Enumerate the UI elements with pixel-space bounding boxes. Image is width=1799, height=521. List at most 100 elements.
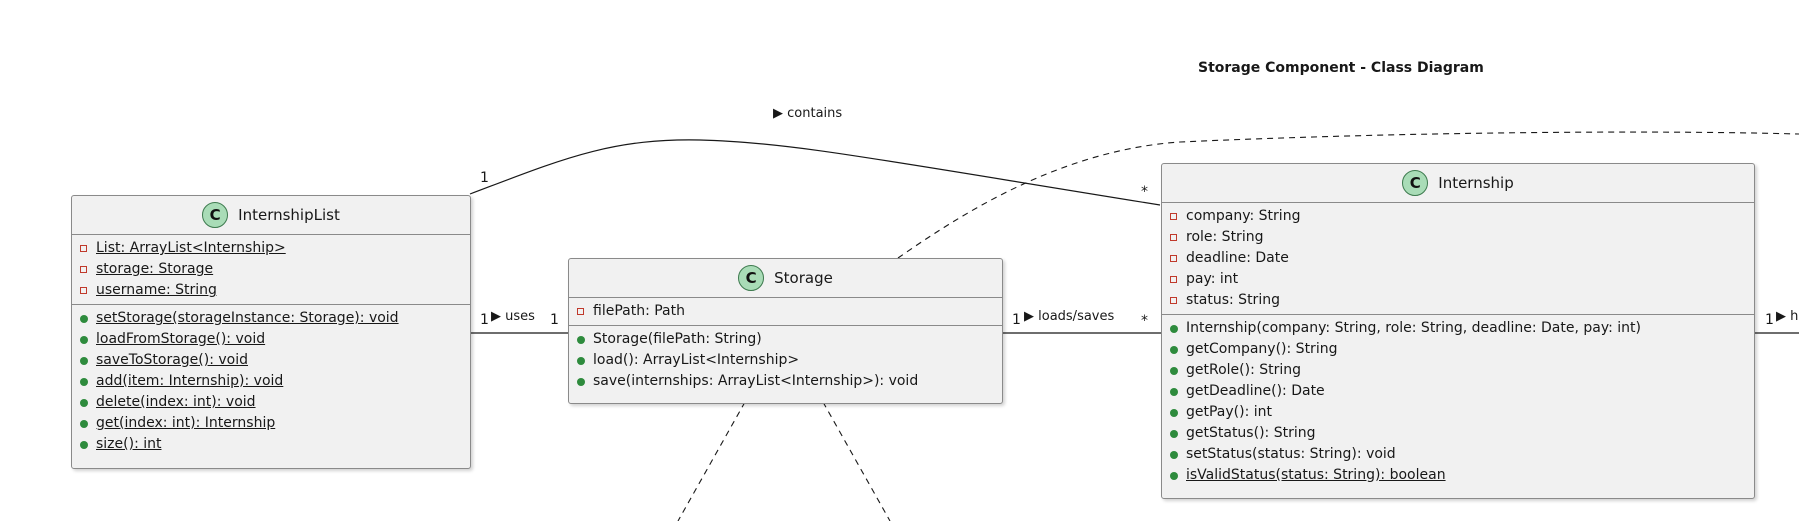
method-text: loadFromStorage(): void — [96, 331, 266, 347]
uses-to-multiplicity: 1 — [550, 312, 559, 328]
method-row: load(): ArrayList<Internship> — [576, 350, 1002, 371]
attributes-section: List: ArrayList<Internship> storage: Sto… — [72, 235, 470, 305]
private-visibility-icon — [80, 245, 87, 252]
class-name: Internship — [1438, 174, 1514, 192]
dependency-dashed-line-lower-left — [677, 401, 746, 521]
attribute-row: pay: int — [1169, 269, 1754, 290]
method-text: delete(index: int): void — [96, 394, 256, 410]
method-row: loadFromStorage(): void — [79, 329, 470, 350]
method-text: size(): int — [96, 436, 162, 452]
class-storage[interactable]: C Storage filePath: Path Storage(filePat… — [568, 258, 1003, 404]
method-text: Storage(filePath: String) — [593, 331, 762, 347]
public-visibility-icon — [577, 356, 585, 365]
public-visibility-icon — [1170, 366, 1178, 375]
method-row: getCompany(): String — [1169, 339, 1754, 360]
contains-label: ▶ contains — [773, 106, 843, 121]
private-visibility-icon — [1170, 276, 1177, 283]
method-row: isValidStatus(status: String): boolean — [1169, 465, 1754, 486]
private-visibility-icon — [1170, 297, 1177, 304]
class-header: C Internship — [1162, 164, 1754, 203]
attribute-text: username: String — [96, 282, 217, 298]
attribute-row: List: ArrayList<Internship> — [79, 238, 470, 259]
class-c-icon: C — [738, 265, 765, 291]
right-edge-from-multiplicity: 1 — [1765, 312, 1774, 328]
method-row: setStatus(status: String): void — [1169, 444, 1754, 465]
attribute-text: pay: int — [1186, 271, 1239, 287]
contains-from-multiplicity: 1 — [480, 170, 489, 186]
attribute-row: storage: Storage — [79, 259, 470, 280]
loads-saves-label: ▶ loads/saves — [1024, 309, 1115, 324]
attribute-row: status: String — [1169, 290, 1754, 311]
contains-to-multiplicity: * — [1141, 184, 1148, 200]
attribute-text: List: ArrayList<Internship> — [96, 240, 286, 256]
method-row: getRole(): String — [1169, 360, 1754, 381]
public-visibility-icon — [80, 356, 88, 365]
public-visibility-icon — [1170, 324, 1178, 333]
method-row: getPay(): int — [1169, 402, 1754, 423]
public-visibility-icon — [1170, 450, 1178, 459]
method-text: load(): ArrayList<Internship> — [593, 352, 800, 368]
method-text: getCompany(): String — [1186, 341, 1338, 357]
method-row: save(internships: ArrayList<Internship>)… — [576, 371, 1002, 392]
class-internshiplist[interactable]: C InternshipList List: ArrayList<Interns… — [71, 195, 471, 469]
public-visibility-icon — [1170, 471, 1178, 480]
method-text: setStorage(storageInstance: Storage): vo… — [96, 310, 399, 326]
method-text: setStatus(status: String): void — [1186, 446, 1396, 462]
method-row: Internship(company: String, role: String… — [1169, 318, 1754, 339]
attribute-row: role: String — [1169, 227, 1754, 248]
loads-saves-from-multiplicity: 1 — [1012, 312, 1021, 328]
attribute-row: deadline: Date — [1169, 248, 1754, 269]
method-text: getStatus(): String — [1186, 425, 1316, 441]
public-visibility-icon — [80, 377, 88, 386]
class-header: C InternshipList — [72, 196, 470, 235]
method-text: getRole(): String — [1186, 362, 1302, 378]
attributes-section: company: String role: String deadline: D… — [1162, 203, 1754, 315]
attribute-text: storage: Storage — [96, 261, 214, 277]
method-row: getStatus(): String — [1169, 423, 1754, 444]
loads-saves-to-multiplicity: * — [1141, 313, 1148, 329]
public-visibility-icon — [80, 335, 88, 344]
method-text: saveToStorage(): void — [96, 352, 249, 368]
right-edge-label: ▶ h — [1776, 309, 1799, 324]
method-text: Internship(company: String, role: String… — [1186, 320, 1641, 336]
method-text: get(index: int): Internship — [96, 415, 276, 431]
attribute-text: company: String — [1186, 208, 1301, 224]
class-internship[interactable]: C Internship company: String role: Strin… — [1161, 163, 1755, 499]
method-row: saveToStorage(): void — [79, 350, 470, 371]
public-visibility-icon — [1170, 345, 1178, 354]
class-header: C Storage — [569, 259, 1002, 298]
method-text: getPay(): int — [1186, 404, 1273, 420]
public-visibility-icon — [1170, 387, 1178, 396]
dependency-dashed-line-top — [897, 131, 1799, 259]
methods-section: setStorage(storageInstance: Storage): vo… — [72, 305, 470, 458]
diagram-title: Storage Component - Class Diagram — [1198, 60, 1484, 76]
method-row: get(index: int): Internship — [79, 413, 470, 434]
public-visibility-icon — [577, 377, 585, 386]
method-text: save(internships: ArrayList<Internship>)… — [593, 373, 919, 389]
class-name: InternshipList — [238, 206, 340, 224]
public-visibility-icon — [80, 398, 88, 407]
public-visibility-icon — [1170, 429, 1178, 438]
private-visibility-icon — [80, 287, 87, 294]
attributes-section: filePath: Path — [569, 298, 1002, 326]
methods-section: Storage(filePath: String) load(): ArrayL… — [569, 326, 1002, 395]
attribute-row: filePath: Path — [576, 301, 1002, 322]
public-visibility-icon — [577, 335, 585, 344]
class-c-icon: C — [1402, 170, 1429, 196]
attribute-text: role: String — [1186, 229, 1264, 245]
private-visibility-icon — [80, 266, 87, 273]
public-visibility-icon — [80, 314, 88, 323]
attribute-row: username: String — [79, 280, 470, 301]
attribute-text: deadline: Date — [1186, 250, 1289, 266]
public-visibility-icon — [80, 419, 88, 428]
attribute-text: status: String — [1186, 292, 1280, 308]
method-row: size(): int — [79, 434, 470, 455]
private-visibility-icon — [577, 308, 584, 315]
methods-section: Internship(company: String, role: String… — [1162, 315, 1754, 489]
class-name: Storage — [774, 269, 833, 287]
public-visibility-icon — [1170, 408, 1178, 417]
method-text: getDeadline(): Date — [1186, 383, 1325, 399]
method-row: delete(index: int): void — [79, 392, 470, 413]
method-row: Storage(filePath: String) — [576, 329, 1002, 350]
